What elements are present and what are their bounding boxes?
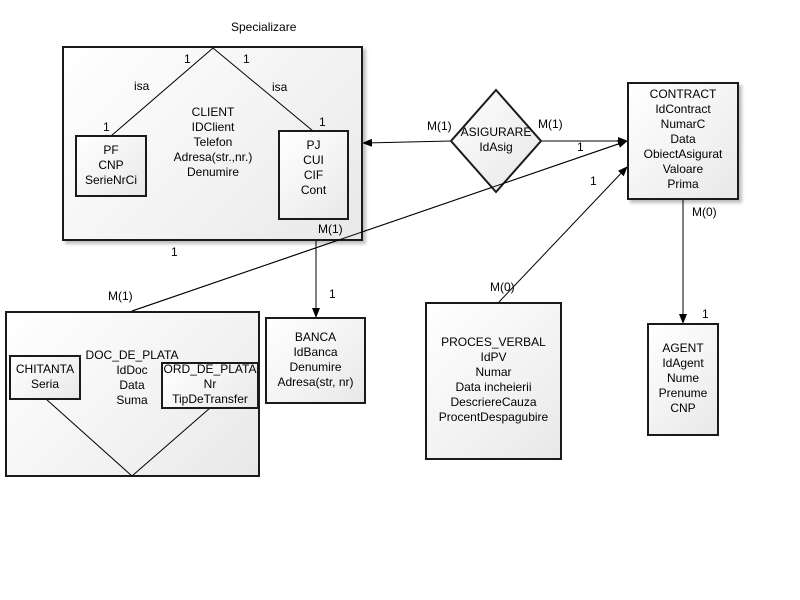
entity-pf-text: PF CNP SerieNrCi bbox=[75, 143, 147, 188]
pv-contract-connector bbox=[498, 166, 628, 303]
attribute: DescriereCauza bbox=[450, 395, 537, 409]
attribute: Denumire bbox=[186, 165, 240, 179]
entity-banca-text: BANCA IdBanca Denumire Adresa(str, nr) bbox=[265, 330, 366, 390]
cardinality-label: M(0) bbox=[490, 280, 515, 294]
attribute: IdAgent bbox=[662, 356, 704, 370]
attribute: Adresa(str.,nr.) bbox=[173, 150, 253, 164]
cardinality-label: 1 bbox=[702, 307, 709, 321]
attribute: IdPV bbox=[480, 350, 507, 364]
attribute: Prima bbox=[667, 177, 699, 191]
attribute: Suma bbox=[116, 393, 148, 407]
cardinality-label: 1 bbox=[243, 52, 250, 66]
entity-name: AGENT bbox=[662, 341, 704, 355]
attribute: TipDeTransfer bbox=[172, 392, 248, 406]
attribute: Nr bbox=[203, 377, 217, 391]
attribute: IdContract bbox=[655, 102, 711, 116]
entity-chitanta-text: CHITANTA Seria bbox=[9, 362, 81, 392]
cardinality-label: 1 bbox=[103, 120, 110, 134]
relationship-name: ASIGURARE bbox=[460, 125, 532, 139]
entity-name: CHITANTA bbox=[15, 362, 75, 376]
attribute: Adresa(str, nr) bbox=[277, 375, 354, 389]
cardinality-label: M(1) bbox=[538, 117, 563, 131]
attribute: IdAsig bbox=[479, 140, 513, 154]
cardinality-label: 1 bbox=[171, 245, 178, 259]
attribute: Numar bbox=[475, 365, 512, 379]
entity-name: ORD_DE_PLATA bbox=[163, 362, 257, 376]
entity-contract[interactable] bbox=[627, 82, 739, 200]
entity-proces-verbal[interactable] bbox=[425, 302, 562, 460]
attribute: Telefon bbox=[193, 135, 233, 149]
cardinality-label: 1 bbox=[319, 115, 326, 129]
cardinality-label: M(1) bbox=[427, 119, 452, 133]
attribute: Valoare bbox=[662, 162, 704, 176]
entity-proces-verbal-text: PROCES_VERBAL IdPV Numar Data incheierii… bbox=[425, 335, 562, 425]
attribute: Data bbox=[670, 132, 696, 146]
entity-doc-de-plata-text: DOC_DE_PLATA IdDoc Data Suma bbox=[82, 348, 182, 408]
attribute: ProcentDespagubire bbox=[438, 410, 549, 424]
cardinality-label: M(0) bbox=[692, 205, 717, 219]
entity-agent-text: AGENT IdAgent Nume Prenume CNP bbox=[647, 341, 719, 416]
cardinality-label: M(1) bbox=[318, 222, 343, 236]
cardinality-label: 1 bbox=[184, 52, 191, 66]
diagram-title: Specializare bbox=[231, 20, 297, 34]
cardinality-label: 1 bbox=[590, 174, 597, 188]
attribute: CNP bbox=[98, 158, 124, 172]
entity-pj[interactable] bbox=[278, 130, 349, 220]
attribute: Seria bbox=[30, 377, 59, 391]
isa-label-left: isa bbox=[134, 79, 150, 93]
relationship-asigurare-text: ASIGURARE IdAsig bbox=[446, 125, 546, 155]
asigurare-client-connector bbox=[362, 138, 452, 147]
entity-contract-text: CONTRACT IdContract NumarC Data ObiectAs… bbox=[627, 87, 739, 192]
attribute: Data incheierii bbox=[455, 380, 532, 394]
entity-name: PJ bbox=[306, 138, 321, 152]
entity-pj-text: PJ CUI CIF Cont bbox=[278, 138, 349, 198]
attribute: Nume bbox=[666, 371, 699, 385]
attribute: Cont bbox=[300, 183, 327, 197]
attribute: IdDoc bbox=[116, 363, 148, 377]
attribute: CNP bbox=[670, 401, 696, 415]
attribute: Data bbox=[119, 378, 145, 392]
entity-ord-de-plata[interactable] bbox=[161, 362, 259, 409]
attribute: NumarC bbox=[660, 117, 706, 131]
entity-ord-de-plata-text: ORD_DE_PLATA Nr TipDeTransfer bbox=[161, 362, 259, 407]
isa-label-right: isa bbox=[272, 80, 288, 94]
attribute: IdBanca bbox=[293, 345, 338, 359]
cardinality-label: M(1) bbox=[108, 289, 133, 303]
entity-agent[interactable] bbox=[647, 323, 719, 436]
entity-name: PF bbox=[103, 143, 119, 157]
entity-name: PROCES_VERBAL bbox=[441, 335, 546, 349]
entity-pf[interactable] bbox=[75, 135, 147, 197]
entity-name: DOC_DE_PLATA bbox=[85, 348, 179, 362]
entity-name: BANCA bbox=[294, 330, 337, 344]
entity-chitanta[interactable] bbox=[9, 355, 81, 400]
cardinality-label: 1 bbox=[577, 140, 584, 154]
attribute: CIF bbox=[303, 168, 324, 182]
attribute: ObiectAsigurat bbox=[643, 147, 723, 161]
entity-banca[interactable] bbox=[265, 317, 366, 404]
attribute: Denumire bbox=[289, 360, 342, 374]
cardinality-label: 1 bbox=[329, 287, 336, 301]
attribute: Prenume bbox=[658, 386, 708, 400]
attribute: SerieNrCi bbox=[84, 173, 137, 187]
entity-name: CONTRACT bbox=[649, 87, 717, 101]
attribute: CUI bbox=[303, 153, 324, 167]
